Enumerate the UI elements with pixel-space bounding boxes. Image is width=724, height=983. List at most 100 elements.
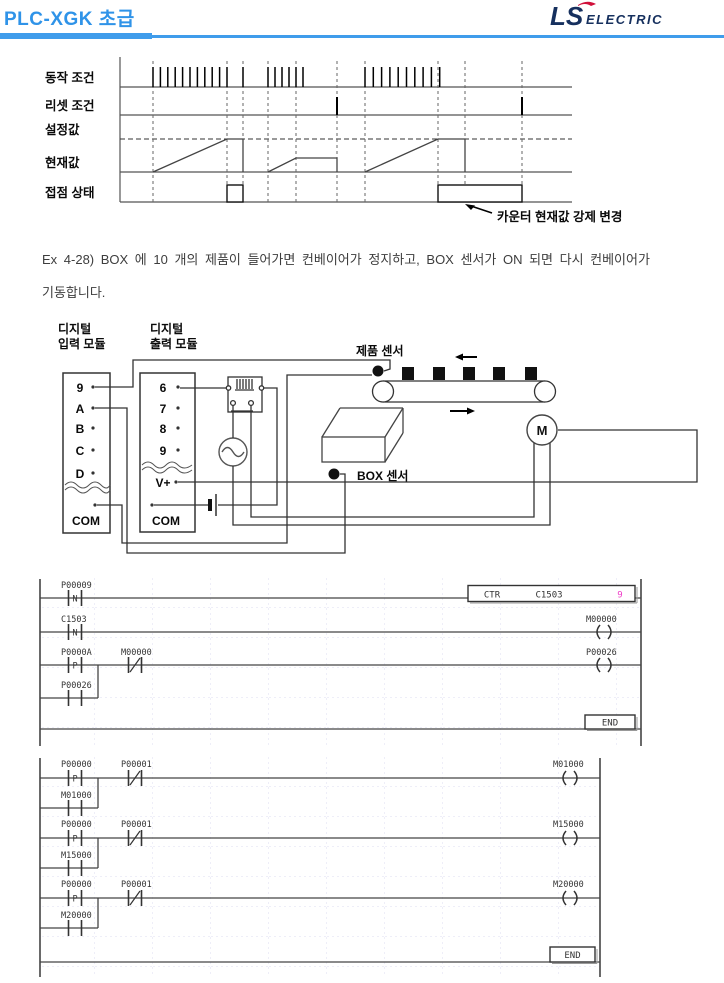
ladder1-rung2-contact-label: C1503 <box>61 615 87 625</box>
battery-symbol <box>208 494 217 516</box>
ladder1-rung3-contact2-label: M00000 <box>121 648 152 658</box>
ls-electric-logo: LS ELECTRIC <box>550 1 663 31</box>
page-title: PLC-XGK 초급 <box>4 9 135 30</box>
ladder1-rung3-coil-label: P00026 <box>586 648 617 658</box>
input-module-label-2: 입력 모듈 <box>58 337 106 351</box>
header-rule-thick <box>0 33 152 39</box>
relay-symbol <box>225 376 265 413</box>
output-break-squiggle <box>141 461 193 474</box>
rung-contact1-label: P00000 <box>61 760 92 770</box>
rung-coil-label: M01000 <box>553 760 584 770</box>
svg-text:6: 6 <box>160 381 167 395</box>
input-terminal-dots <box>91 385 97 507</box>
svg-text:V+: V+ <box>155 476 170 490</box>
svg-text:7: 7 <box>160 402 167 416</box>
ladder2-end-label: END <box>564 951 580 961</box>
rung-contact2-label: P00001 <box>121 880 152 890</box>
ladder2-end-box: END <box>549 946 598 964</box>
ctr-operand: C1503 <box>535 591 562 601</box>
reset-pulses <box>336 97 523 115</box>
svg-text:8: 8 <box>160 422 167 436</box>
ladder2-rung3: P00000 P P00001 M20000 M20000 <box>40 880 600 936</box>
ctr-function-block: CTR C1503 9 <box>467 584 638 604</box>
svg-text:9: 9 <box>77 381 84 395</box>
logo-ls-text: LS <box>550 1 584 31</box>
contact-type-letter: N <box>72 595 77 605</box>
output-module-label-2: 출력 모듈 <box>150 336 198 351</box>
input-break-squiggle <box>64 481 111 494</box>
timing-row-label-operate: 동작 조건 <box>45 70 94 85</box>
contact-type-letter: P <box>72 835 77 845</box>
branch-contact-label: M01000 <box>61 791 92 801</box>
ladder1-branch-contact <box>67 690 83 706</box>
ladder1-rung3-contact1-label: P0000A <box>61 648 92 658</box>
collection-box <box>321 407 404 463</box>
svg-text:9: 9 <box>160 444 167 458</box>
product-sensor-dot <box>372 365 384 377</box>
ladder1-rung3-coil <box>596 657 612 673</box>
ladder-diagram-1: P00009 N CTR C1503 9 C1503 N M00000 P000… <box>39 578 642 746</box>
example-paragraph: Ex 4-28) BOX 에 10 개의 제품이 들어가면 컨베이어가 정지하고… <box>42 243 694 309</box>
ladder1-rung3-contact1 <box>67 657 83 673</box>
input-terminals: 9 A B C D COM <box>72 381 100 528</box>
input-module-label-1: 디지털 <box>58 321 91 336</box>
svg-text:B: B <box>76 422 85 436</box>
ladder2-grid <box>40 757 600 977</box>
svg-text:D: D <box>76 467 85 481</box>
example-line-2: 기동합니다. <box>42 285 106 300</box>
rung-contact1-label: P00000 <box>61 880 92 890</box>
products-on-belt <box>402 367 537 380</box>
branch-contact-label: M15000 <box>61 851 92 861</box>
rung-coil <box>562 770 578 786</box>
logo-red-swoosh <box>578 1 596 6</box>
rung-contact1-label: P00000 <box>61 820 92 830</box>
input-module-box <box>62 372 111 534</box>
motor-label: M <box>537 423 548 438</box>
contact-type-letter: P <box>72 662 77 672</box>
ladder1-rung3-contact2-nc <box>127 657 143 673</box>
right-roller <box>533 380 557 403</box>
output-terminal-dots <box>150 385 180 507</box>
timing-row-label-reset: 리셋 조건 <box>45 98 94 113</box>
contact-type-letter: P <box>72 775 77 785</box>
ladder1-branch-contact-label: P00026 <box>61 681 92 691</box>
box-sensor-label: BOX 센서 <box>357 468 408 483</box>
rung-contact2-label: P00001 <box>121 820 152 830</box>
counter-timing-diagram: 동작 조건 리셋 조건 설정값 현재값 접점 상태 <box>45 57 622 224</box>
box-sensor-dot <box>328 468 340 480</box>
rung-coil-label: M20000 <box>553 880 584 890</box>
ladder1-grid <box>40 578 641 746</box>
timing-row-label-contact: 접점 상태 <box>45 185 94 200</box>
ladder1-end-box: END <box>584 714 638 731</box>
ladder-diagram-2: P00000 P P00001 M01000 M01000 P00000 P P… <box>39 757 601 977</box>
svg-text:C: C <box>76 444 85 458</box>
ladder1-rung1-contact-label: P00009 <box>61 581 92 591</box>
ladder1-rung2-contact <box>67 624 83 640</box>
wiring-diagram: 디지털 입력 모듈 디지털 출력 모듈 9 A B C D COM 6 7 8 … <box>58 321 698 554</box>
logo-electric-text: ELECTRIC <box>586 12 663 27</box>
timing-event-markers <box>152 61 523 202</box>
contact-type-letter: N <box>72 629 77 639</box>
ladder1-end-label: END <box>602 719 618 729</box>
product-sensor-label: 제품 센서 <box>356 343 404 358</box>
ladder2-rung1: P00000 P P00001 M01000 M01000 <box>40 760 600 816</box>
ladder1-rung2-coil-label: M00000 <box>586 615 617 625</box>
ctr-preset-value: 9 <box>617 591 622 601</box>
output-module-label-1: 디지털 <box>150 321 183 336</box>
wires <box>95 359 698 554</box>
ac-source-symbol <box>218 437 248 467</box>
rung-coil <box>562 830 578 846</box>
ctr-op: CTR <box>484 591 501 601</box>
rung-coil-label: M15000 <box>553 820 584 830</box>
current-value-ramps <box>152 138 466 173</box>
header-rule-thin <box>152 34 724 38</box>
left-roller <box>371 380 395 403</box>
timing-row-label-setvalue: 설정값 <box>45 122 80 137</box>
motor-circle <box>526 414 558 446</box>
ladder1-rung1-contact <box>67 590 83 606</box>
contact-state-pulses <box>226 184 523 203</box>
output-terminals: 6 7 8 9 V+ COM <box>152 381 180 528</box>
svg-text:COM: COM <box>72 514 100 528</box>
svg-text:A: A <box>76 402 85 416</box>
